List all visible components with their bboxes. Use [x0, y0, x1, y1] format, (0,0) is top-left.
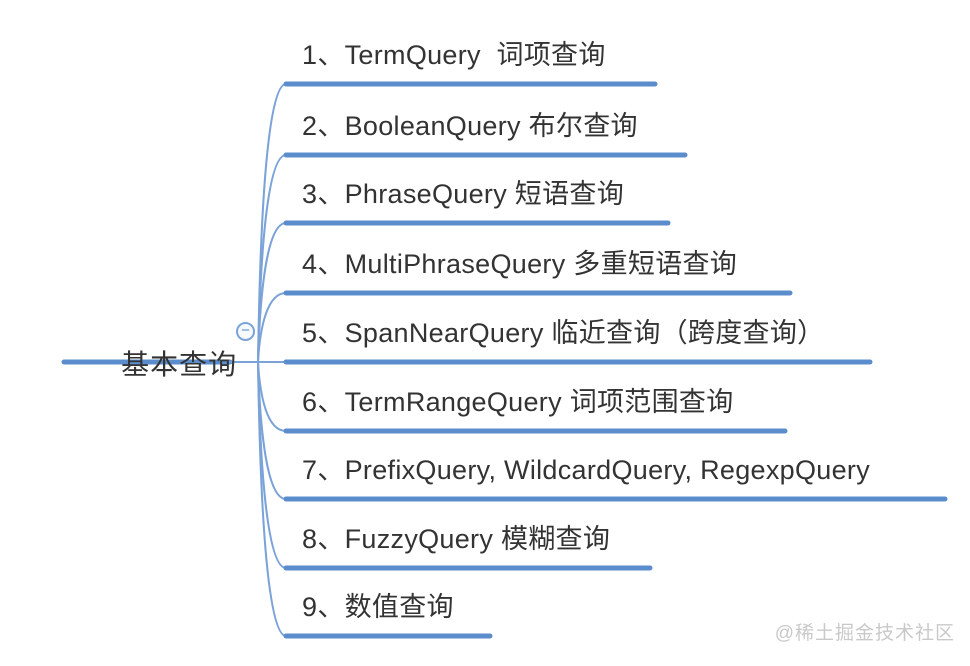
branch-node[interactable]: 9、数值查询 [302, 592, 454, 622]
branch-node[interactable]: 4、MultiPhraseQuery 多重短语查询 [302, 249, 738, 279]
branch-curve [257, 83, 287, 363]
branch-node[interactable]: 6、TermRangeQuery 词项范围查询 [302, 387, 734, 417]
branch-node[interactable]: 8、FuzzyQuery 模糊查询 [302, 524, 611, 554]
root-label: 基本查询 [121, 349, 238, 380]
branch-node[interactable]: 3、PhraseQuery 短语查询 [302, 179, 624, 209]
branch-node[interactable]: 7、PrefixQuery, WildcardQuery, RegexpQuer… [302, 455, 870, 485]
root-node[interactable]: 基本查询 [86, 315, 237, 414]
branch-node[interactable]: 2、BooleanQuery 布尔查询 [302, 111, 638, 141]
watermark: @稀土掘金技术社区 [774, 623, 955, 644]
collapse-minus-icon[interactable]: − [236, 322, 255, 341]
branch-curve [257, 361, 287, 637]
branch-node[interactable]: 5、SpanNearQuery 临近查询（跨度查询） [302, 318, 825, 348]
branch-curve [257, 222, 287, 363]
branch-node[interactable]: 1、TermQuery 词项查询 [302, 40, 606, 70]
branch-curve [257, 292, 287, 363]
